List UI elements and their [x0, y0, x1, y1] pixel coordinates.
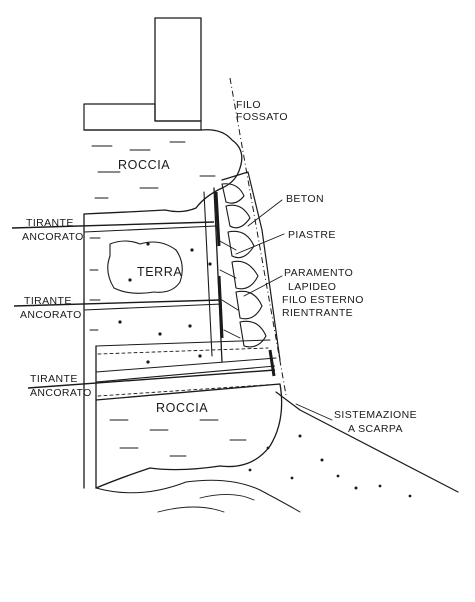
label-tirante-1b: ANCORATO	[22, 231, 84, 243]
concrete-strip	[217, 239, 241, 339]
lower-rock	[95, 383, 283, 489]
anchor-tie-2	[13, 299, 223, 311]
filo-fossato-line	[229, 77, 287, 396]
label-tirante-3b: ANCORATO	[30, 387, 92, 399]
label-piastre: PIASTRE	[288, 229, 336, 241]
label-terra: TERRA	[137, 265, 182, 279]
label-beton: BETON	[286, 193, 324, 205]
anchor-plates	[214, 191, 276, 377]
label-paramento-4: RIENTRANTE	[282, 307, 353, 319]
earth-fill	[89, 237, 212, 364]
label-tirante-3a: TIRANTE	[30, 373, 78, 385]
anchor-tie-1	[11, 221, 217, 233]
label-sistemazione-1: SISTEMAZIONE	[334, 409, 417, 421]
label-filo-fossato-1: FILO	[236, 99, 261, 111]
label-paramento-1: PARAMENTO	[284, 267, 353, 279]
leader-lines	[235, 199, 333, 421]
upper-wall-hatched	[83, 17, 202, 131]
label-tirante-1a: TIRANTE	[26, 217, 74, 229]
scarp-slope	[95, 391, 459, 513]
label-roccia-bottom: ROCCIA	[156, 401, 208, 415]
stone-facing	[221, 171, 281, 361]
label-filo-fossato-2: FOSSATO	[236, 111, 288, 123]
anchor-tie-3	[27, 365, 276, 389]
label-sistemazione-2: A SCARPA	[348, 423, 403, 435]
label-tirante-2b: ANCORATO	[20, 309, 82, 321]
wall-body	[83, 187, 223, 489]
label-tirante-2a: TIRANTE	[24, 295, 72, 307]
label-paramento-3: FILO ESTERNO	[282, 294, 364, 306]
label-paramento-2: LAPIDEO	[288, 281, 336, 293]
label-roccia-top: ROCCIA	[118, 158, 170, 172]
upper-rock	[83, 129, 243, 215]
